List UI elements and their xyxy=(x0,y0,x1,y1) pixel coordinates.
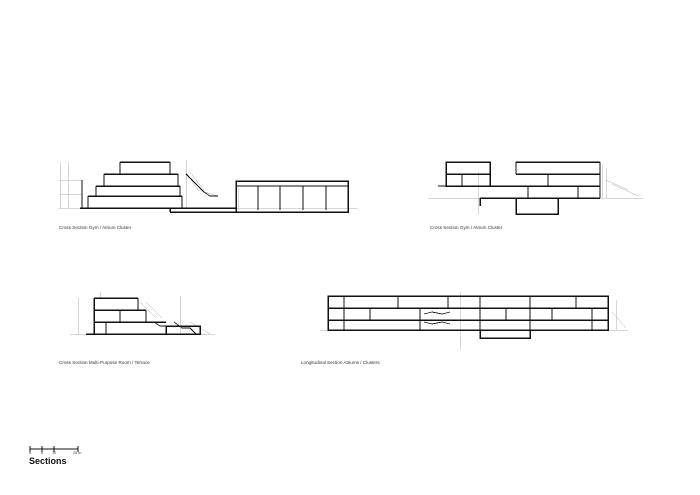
section-drawing-2 xyxy=(428,161,643,215)
sheet-title: Sections xyxy=(29,456,67,466)
scale-tick-10: 10 xyxy=(52,451,57,455)
scale-tick-20: 20 m xyxy=(73,451,82,455)
scale-bar-graphic xyxy=(29,446,79,452)
section-caption-3: Cross Section Multi-Purpose Room / Terra… xyxy=(59,360,150,365)
scale-bar: 0 5 10 20 m xyxy=(29,441,81,459)
section-caption-4: Longitudinal Section Atriums / Clusters xyxy=(301,360,380,365)
section-caption-2: Cross Section Gym / Atrium Cluster xyxy=(430,225,503,230)
section-caption-1: Cross Section Gym / Atrium Cluster xyxy=(59,225,132,230)
section-drawing-3 xyxy=(70,292,215,335)
scale-tick-0: 0 xyxy=(29,451,32,455)
section-drawing-4 xyxy=(320,292,628,350)
section-drawing-1 xyxy=(58,160,358,213)
scale-tick-5: 5 xyxy=(41,451,44,455)
